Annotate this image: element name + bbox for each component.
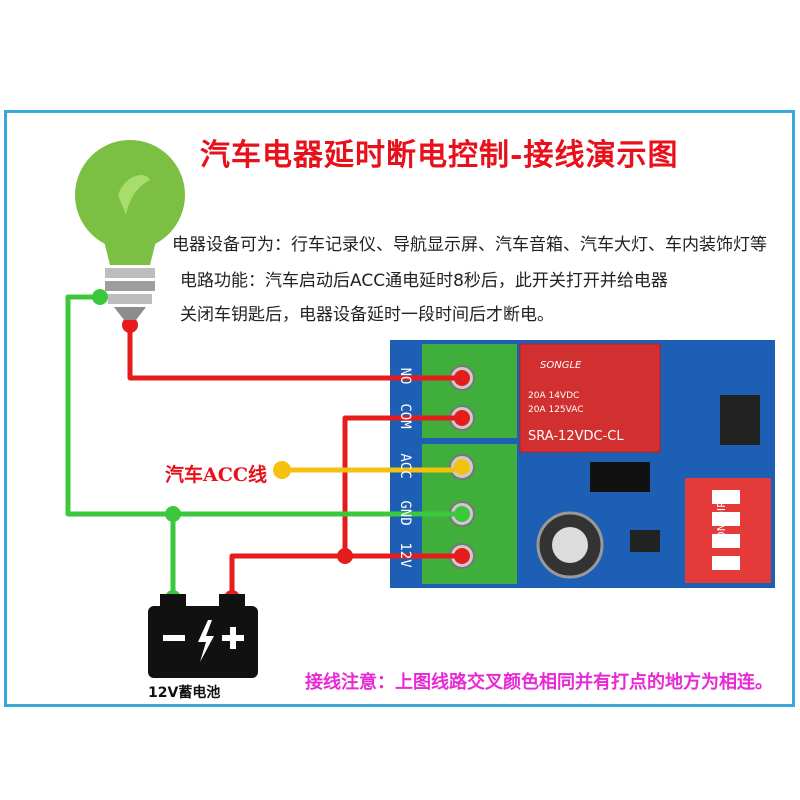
dip-lever-3 xyxy=(712,512,740,526)
description-line-2: 电路功能：汽车启动后ACC通电延时8秒后，此开关打开并给电器 xyxy=(180,271,668,291)
terminal-label-com: COM xyxy=(397,403,413,429)
description-line-1: 电器设备可为：行车记录仪、导航显示屏、汽车音箱、汽车大灯、车内装饰灯等 xyxy=(172,235,767,255)
wire-battery-plus xyxy=(229,553,345,598)
dot-12v-junction xyxy=(337,548,353,564)
dip-lever-2 xyxy=(712,534,740,548)
battery-minus-sign xyxy=(163,635,185,641)
terminal-label-12v: 12V xyxy=(397,542,413,568)
terminal-label-gnd: GND xyxy=(397,500,413,526)
light-bulb-icon xyxy=(75,140,185,320)
bulb-base-ring-3 xyxy=(108,294,152,304)
wires xyxy=(65,294,462,598)
dot-com xyxy=(454,410,470,426)
battery-terminal-plus xyxy=(219,594,245,608)
dot-gnd-junction xyxy=(165,506,181,522)
bulb-tip xyxy=(114,307,146,320)
battery-terminal-minus xyxy=(160,594,186,608)
wiring-note: 接线注意：上图线路交叉颜色相同并有打点的地方为相连。 xyxy=(305,672,773,693)
transistor xyxy=(590,462,650,492)
dip-lever-4 xyxy=(712,490,740,504)
dip-label: ON DIP xyxy=(715,501,728,540)
bulb-base-ring-2 xyxy=(105,281,155,291)
relay-model: SRA-12VDC-CL xyxy=(528,429,624,444)
dot-gnd xyxy=(454,506,470,522)
bulb-base-ring-1 xyxy=(105,268,155,278)
ic-chip xyxy=(720,395,760,445)
battery-icon xyxy=(148,594,258,678)
dot-12v xyxy=(454,548,470,564)
wire-bulb-no xyxy=(127,325,462,381)
relay-brand: SONGLE xyxy=(540,360,582,371)
dot-acc-terminal xyxy=(454,459,470,475)
battery-plus-v xyxy=(230,627,236,649)
acc-label: 汽车ACC线 xyxy=(165,464,267,486)
battery-label: 12V蓄电池 xyxy=(148,685,221,701)
wire-com-12v xyxy=(342,415,462,559)
terminal-label-acc: ACC xyxy=(397,453,413,479)
relay-module: SONGLE 20A 14VDC 20A 125VAC SRA-12VDC-CL… xyxy=(390,340,775,588)
relay-spec2: 20A 125VAC xyxy=(528,405,584,415)
lightning-icon xyxy=(198,620,214,662)
dot-bulb-green xyxy=(92,289,108,305)
dot-acc xyxy=(273,461,291,479)
relay xyxy=(519,343,661,453)
description-line-3: 关闭车钥匙后，电器设备延时一段时间后才断电。 xyxy=(180,305,554,325)
relay-spec1: 20A 14VDC xyxy=(528,391,579,401)
dot-bulb-red xyxy=(122,317,138,333)
capacitor-top xyxy=(552,527,588,563)
regulator xyxy=(630,530,660,552)
bulb-leaf xyxy=(118,175,150,215)
page-title: 汽车电器延时断电控制-接线演示图 xyxy=(200,138,679,173)
dot-no xyxy=(454,370,470,386)
dip-lever-1 xyxy=(712,556,740,570)
terminal-label-no: NO xyxy=(397,367,413,385)
bulb-neck xyxy=(100,225,160,265)
wire-bulb-gnd xyxy=(65,294,462,517)
